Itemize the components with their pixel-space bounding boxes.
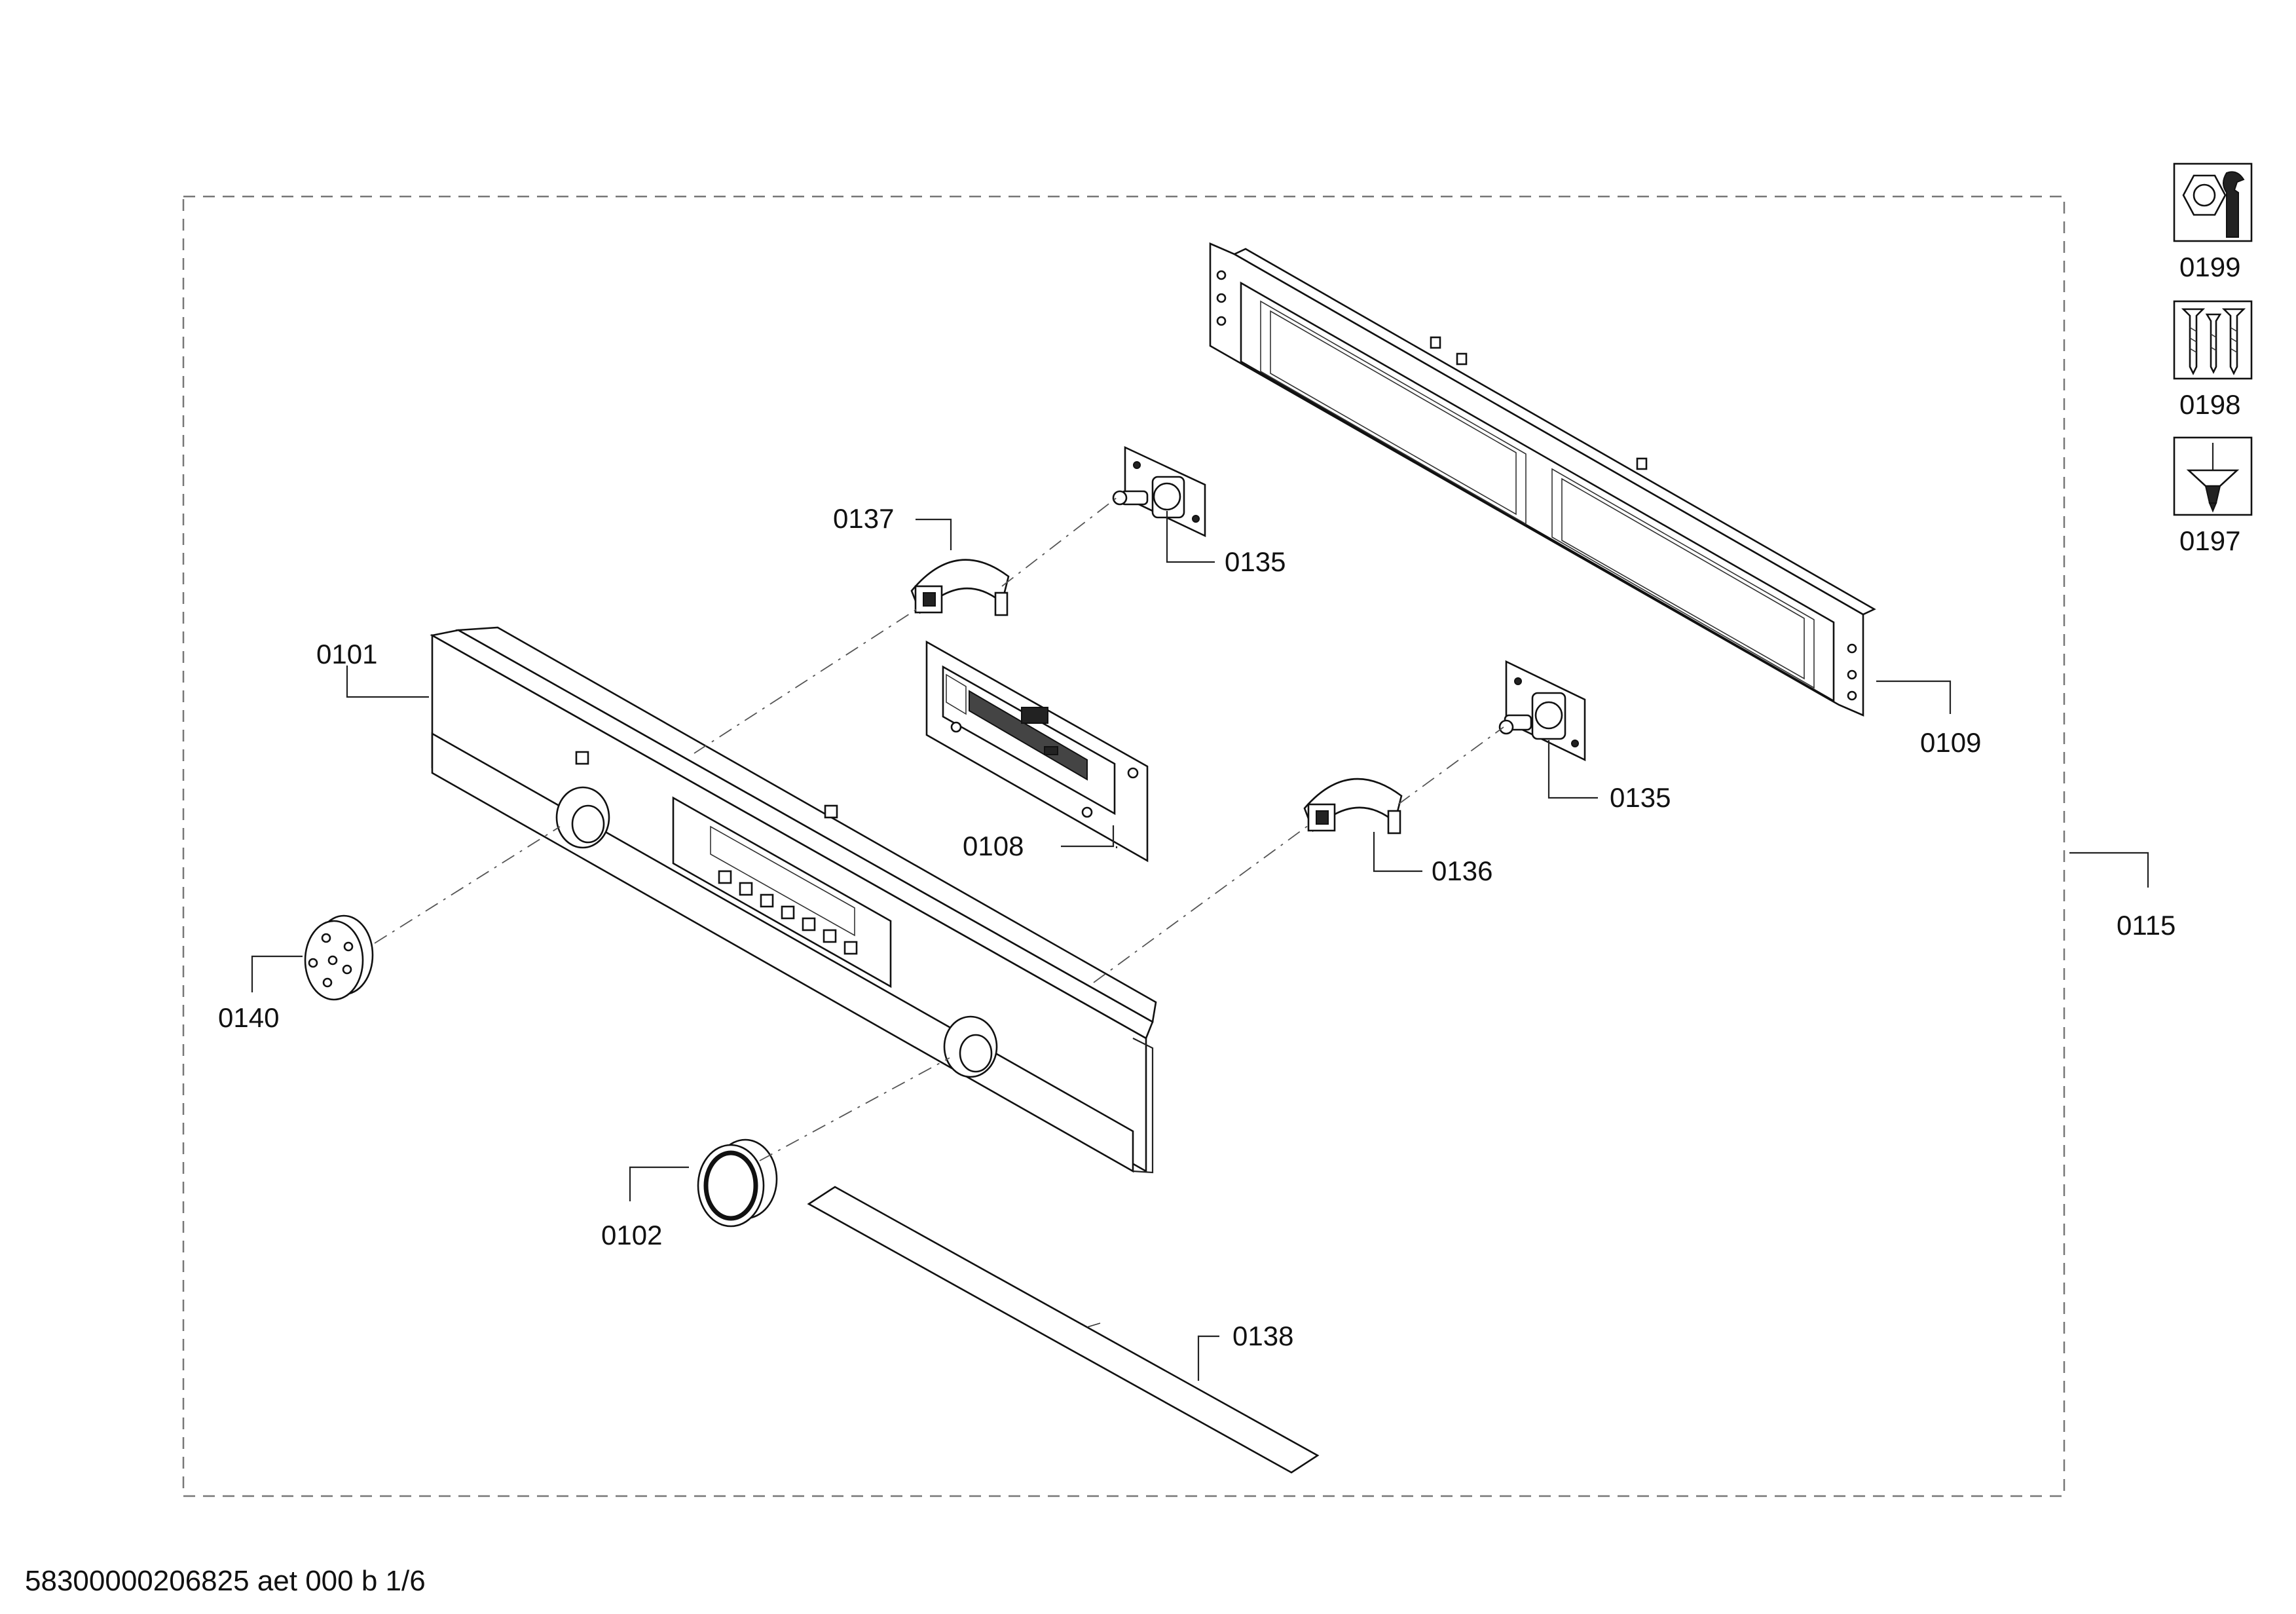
- knob-holder-0136: [1303, 778, 1403, 835]
- label-0102: 0102: [601, 1220, 662, 1250]
- screwdriver-icon: [2186, 443, 2240, 513]
- screws-icon: [2181, 308, 2246, 375]
- legend-0199: 0199: [2173, 162, 2253, 282]
- label-0108: 0108: [963, 831, 1024, 861]
- part-labels: 0101 0137 0135 0109 0135 0136 0108 0115 …: [218, 503, 2176, 1351]
- label-0135-upper: 0135: [1225, 546, 1286, 577]
- label-0115: 0115: [2117, 910, 2176, 941]
- potentiometer-0135-lower: [1498, 660, 1586, 762]
- document-id: 58300000206825 aet 000 b 1/6: [25, 1565, 426, 1597]
- panel-buttons: [718, 870, 858, 955]
- legend-0197: 0197: [2173, 436, 2253, 556]
- knob-0102: [697, 1138, 778, 1228]
- nut-wrench-icon: [2182, 171, 2245, 238]
- mounting-bracket-0109: [1209, 242, 1876, 717]
- alignment-lines: [374, 497, 1504, 1161]
- display-module-0108: [925, 640, 1149, 863]
- knob-holder-0137: [910, 559, 1010, 616]
- legend-code-0198: 0198: [2179, 389, 2240, 420]
- label-0135-lower: 0135: [1610, 782, 1671, 813]
- leader-lines: [251, 511, 2149, 1381]
- trim-strip-0138: [807, 1186, 1320, 1474]
- label-0136: 0136: [1432, 855, 1492, 886]
- knob-0140: [304, 914, 374, 1001]
- potentiometer-0135-upper: [1112, 445, 1206, 538]
- legend-code-0199: 0199: [2179, 252, 2240, 282]
- label-0140: 0140: [218, 1002, 279, 1033]
- label-0101: 0101: [316, 639, 377, 669]
- label-0138: 0138: [1232, 1321, 1293, 1351]
- label-0109: 0109: [1920, 727, 1981, 758]
- control-panel-0101: [430, 626, 1157, 1174]
- legend-code-0197: 0197: [2179, 525, 2240, 556]
- legend-0198: 0198: [2173, 300, 2253, 420]
- label-0137: 0137: [833, 503, 894, 534]
